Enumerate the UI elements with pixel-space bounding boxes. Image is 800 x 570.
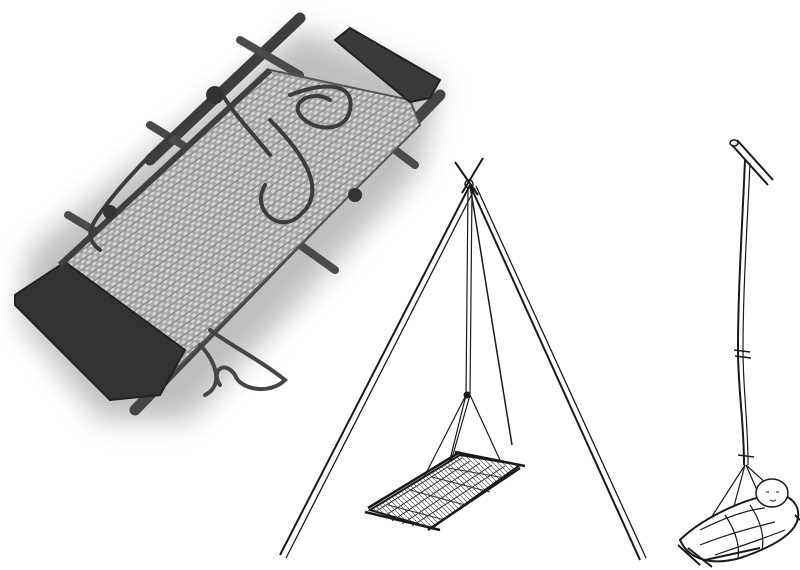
tripod-tips: [454, 157, 484, 196]
pole-cradle-frame: [677, 514, 800, 568]
rope-knot-2: [348, 188, 362, 202]
cord-knot: [463, 391, 471, 399]
rope-bundle-bottom: [198, 328, 288, 397]
pole-bindings: [733, 349, 755, 458]
frame-edge-front: [57, 67, 273, 268]
rope-knot-1: [206, 86, 224, 104]
rope-coil-top: [258, 84, 353, 225]
swaddle-folds: [699, 504, 786, 559]
cross-bar-1: [236, 36, 304, 79]
pole-top-crook: [731, 139, 774, 186]
rope-knot-3: [103, 205, 117, 219]
hanging-pole: [736, 159, 746, 466]
pole-cradle-cords: [699, 464, 791, 541]
cross-bar-4: [296, 241, 339, 274]
dark-end-panel-upper: [333, 26, 442, 104]
tripod-leg-left-edge: [285, 187, 476, 559]
tripod-hanging-cords: [419, 189, 501, 501]
cradle-on-pole-with-infant: [677, 139, 800, 568]
tripod-leg-right: [469, 184, 641, 561]
cradle-on-tripod: [279, 157, 647, 561]
infant-head: [755, 478, 789, 508]
hanging-pole-edge: [742, 162, 751, 466]
tripod-leg-left: [279, 184, 471, 556]
tripod-cradle-slats: [374, 457, 506, 527]
infant-face: [766, 491, 779, 502]
tripod-leg-back: [469, 184, 513, 446]
tripod-leg-right-edge: [475, 185, 647, 559]
cross-bar-5: [391, 146, 419, 169]
tripod-cradle-frame: [364, 450, 526, 532]
pole-top-cap: [729, 139, 739, 147]
photographed-woven-cradle: [14, 12, 446, 420]
tripod-binding: [464, 179, 474, 189]
